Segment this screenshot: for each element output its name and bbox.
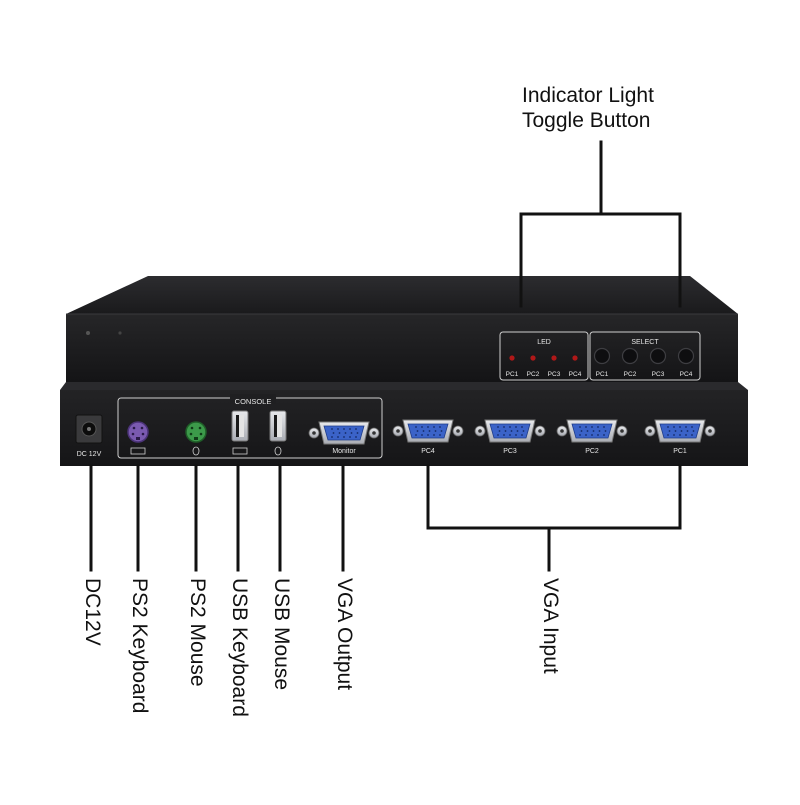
select-panel-title: SELECT [631,339,659,346]
vga-input-port-pc1[interactable] [644,419,716,443]
select-label: PC1 [596,371,609,378]
led-panel-title: LED [537,339,551,346]
keyboard-symbol-icon [130,447,146,455]
callout-usb-mouse: USB Mouse [270,578,293,691]
console-panel-title: CONSOLE [235,397,272,406]
ps2-mouse-port[interactable] [185,421,207,443]
device-rear-face [60,390,748,466]
select-label: PC4 [680,371,693,378]
device-top-surface [66,276,738,314]
callout-ps2-keyboard: PS2 Keyboard [128,578,151,714]
vga-input-port-pc3[interactable] [474,419,546,443]
led-label: PC4 [569,371,582,378]
front-screw [86,331,90,335]
callout-line-vga-input-bracket [426,464,682,530]
led-panel [499,331,589,381]
vga-input-label: PC2 [585,448,599,455]
monitor-port-label: Monitor [332,448,356,455]
select-label: PC3 [652,371,665,378]
device-rear-lip [60,382,748,390]
callout-vga-output: VGA Output [333,578,356,691]
dc-power-label: DC 12V [77,451,102,458]
select-panel [589,331,701,381]
select-label: PC2 [624,371,637,378]
led-label: PC2 [527,371,540,378]
callout-vga-input: VGA Input [539,578,562,674]
led-indicator-pc3 [551,355,557,361]
vga-input-label: PC4 [421,448,435,455]
vga-input-port-pc4[interactable] [392,419,464,443]
callout-ps2-mouse: PS2 Mouse [186,578,209,687]
keyboard-symbol-icon [232,447,248,455]
select-button-pc4[interactable] [677,347,695,365]
callout-dc12v: DC12V [81,578,104,646]
led-indicator-pc1 [509,355,515,361]
vga-input-port-pc2[interactable] [556,419,628,443]
vga-input-label: PC1 [673,448,687,455]
led-label: PC3 [548,371,561,378]
front-screw [118,331,122,335]
callout-toggle-button: Toggle Button [522,109,651,132]
callout-usb-keyboard: USB Keyboard [228,578,251,717]
led-label: PC1 [506,371,519,378]
mouse-symbol-icon [192,446,200,456]
callout-line-top-bracket [519,212,682,308]
vga-monitor-port[interactable] [308,421,380,445]
mouse-symbol-icon [274,446,282,456]
device-front-face [66,314,738,382]
select-button-pc1[interactable] [593,347,611,365]
led-indicator-pc4 [572,355,578,361]
callout-indicator-light: Indicator Light [522,84,654,107]
select-button-pc3[interactable] [649,347,667,365]
ps2-keyboard-port[interactable] [127,421,149,443]
vga-input-label: PC3 [503,448,517,455]
select-button-pc2[interactable] [621,347,639,365]
led-indicator-pc2 [530,355,536,361]
